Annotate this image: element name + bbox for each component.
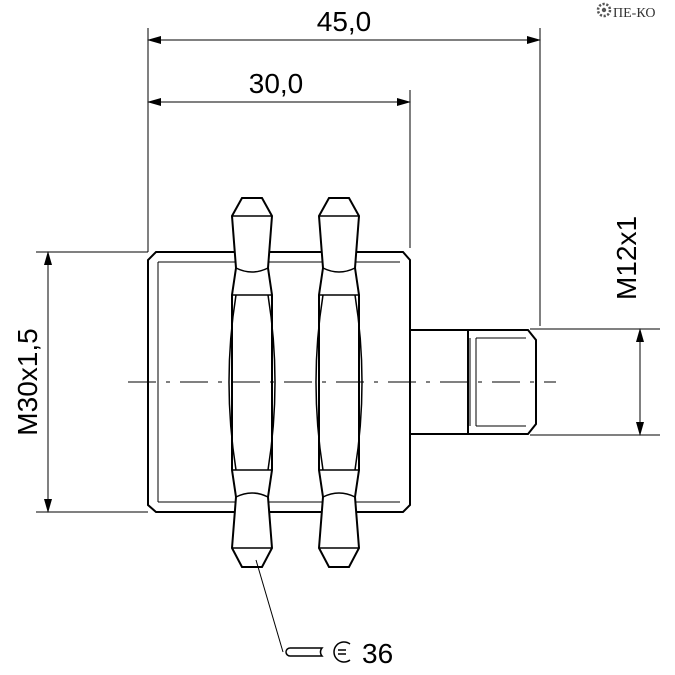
dim-overall-length-label: 45,0 [317,6,372,37]
dim-body-thread-label: M30x1,5 [12,328,43,435]
dimension-connector-thread: M12x1 [530,216,660,436]
wrench-callout: 36 [255,559,393,669]
connector-plug [409,329,537,435]
dimension-overall-length: 45,0 [147,6,541,44]
sensor-body [147,251,411,513]
company-logo: ПЕ-КО [596,2,655,21]
extension-lines [147,28,541,326]
gear-icon [596,2,612,18]
dim-connector-thread-label: M12x1 [611,216,642,300]
logo-text: ПЕ-КО [613,6,655,21]
wrench-size-label: 36 [362,638,393,669]
wrench-icon [285,641,351,663]
dimension-body-thread: M30x1,5 [12,251,148,513]
dim-thread-length-label: 30,0 [249,68,304,99]
dimension-thread-length: 30,0 [147,68,411,106]
